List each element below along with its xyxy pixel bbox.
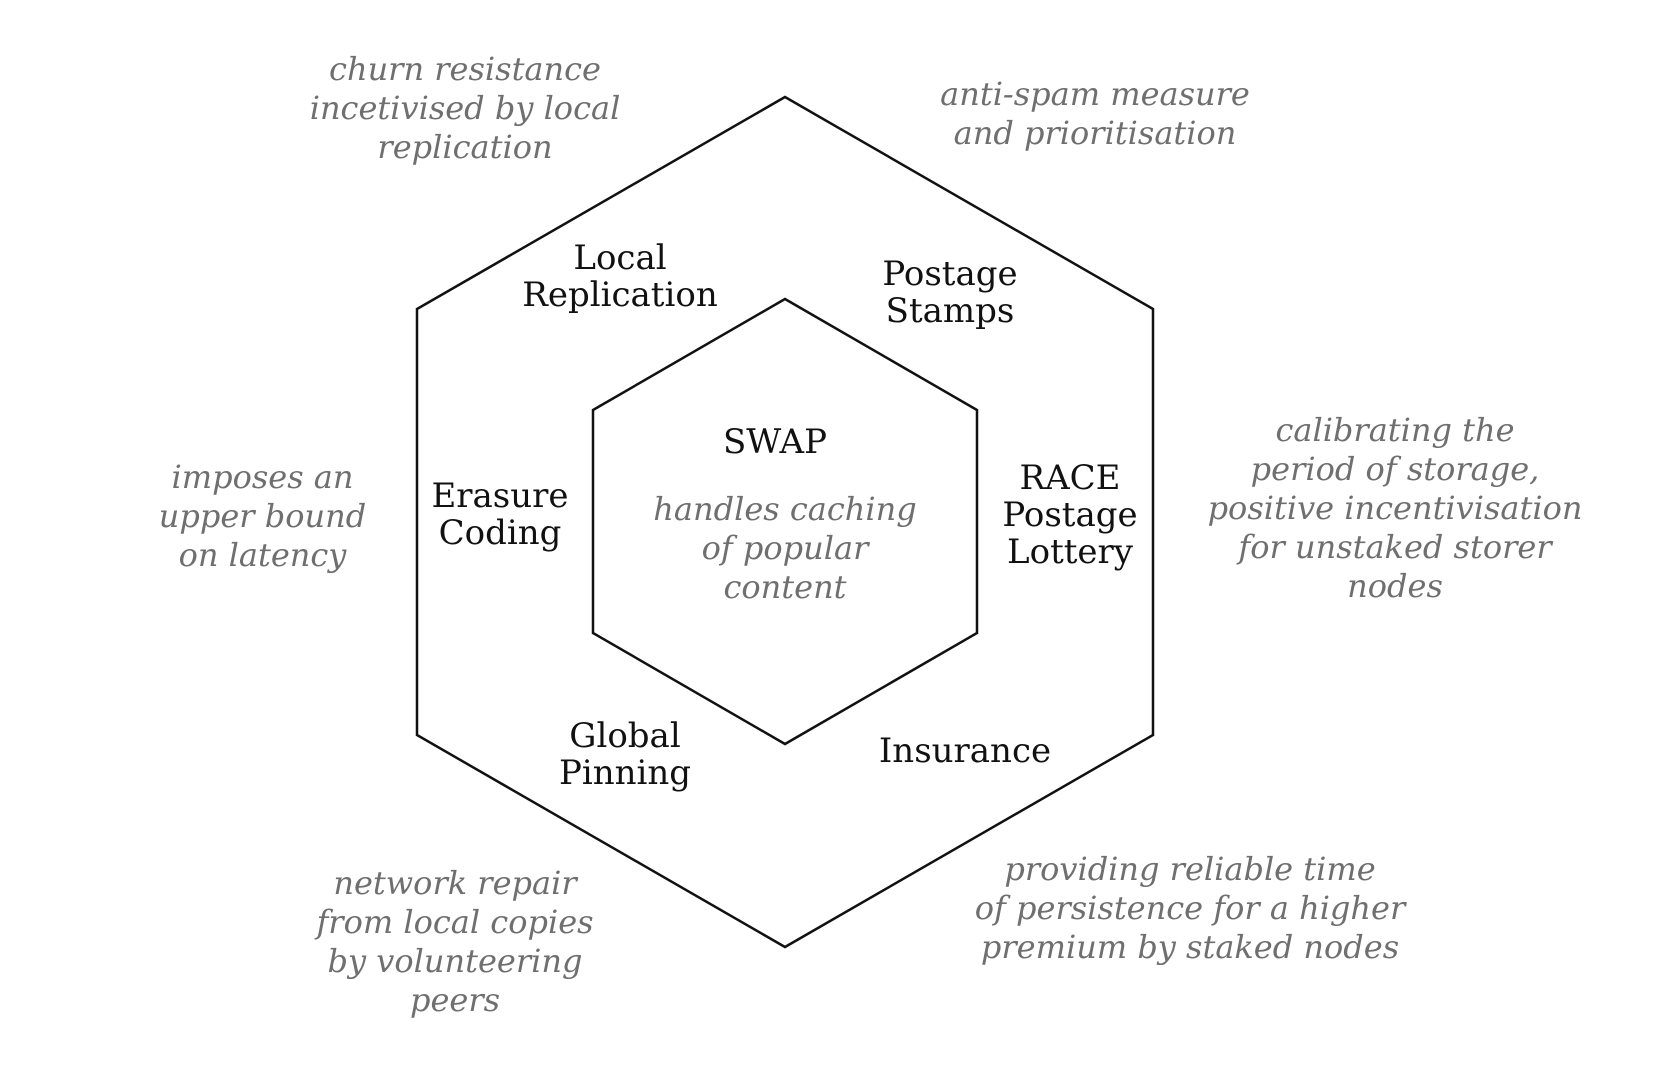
mechanism-insurance: Insurance xyxy=(878,731,1052,771)
annotation-churn-resistance: churn resistance incetivised by local re… xyxy=(309,50,621,166)
mechanism-global-pinning: Global Pinning xyxy=(558,716,692,793)
annotation-reliable-time: providing reliable time of persistence f… xyxy=(974,850,1406,966)
outer-hexagon xyxy=(415,95,1155,949)
annotation-anti-spam: anti-spam measure and prioritisation xyxy=(940,75,1250,152)
mechanism-local-replication: Local Replication xyxy=(522,238,718,315)
annotation-network-repair: network repair from local copies by volu… xyxy=(316,864,594,1019)
center-title-text: SWAP xyxy=(723,422,827,462)
center-description: handles caching of popular content xyxy=(653,490,917,606)
center-title: SWAP xyxy=(685,424,865,461)
mechanism-postage-stamps: Postage Stamps xyxy=(882,254,1018,331)
mechanism-race-postage-lottery: RACE Postage Lottery xyxy=(1002,458,1138,572)
mechanism-erasure-coding: Erasure Coding xyxy=(431,476,569,553)
inner-hexagon xyxy=(591,297,979,746)
annotation-latency: imposes an upper bound on latency xyxy=(158,458,367,574)
annotation-calibrating: calibrating the period of storage, posit… xyxy=(1207,411,1583,605)
